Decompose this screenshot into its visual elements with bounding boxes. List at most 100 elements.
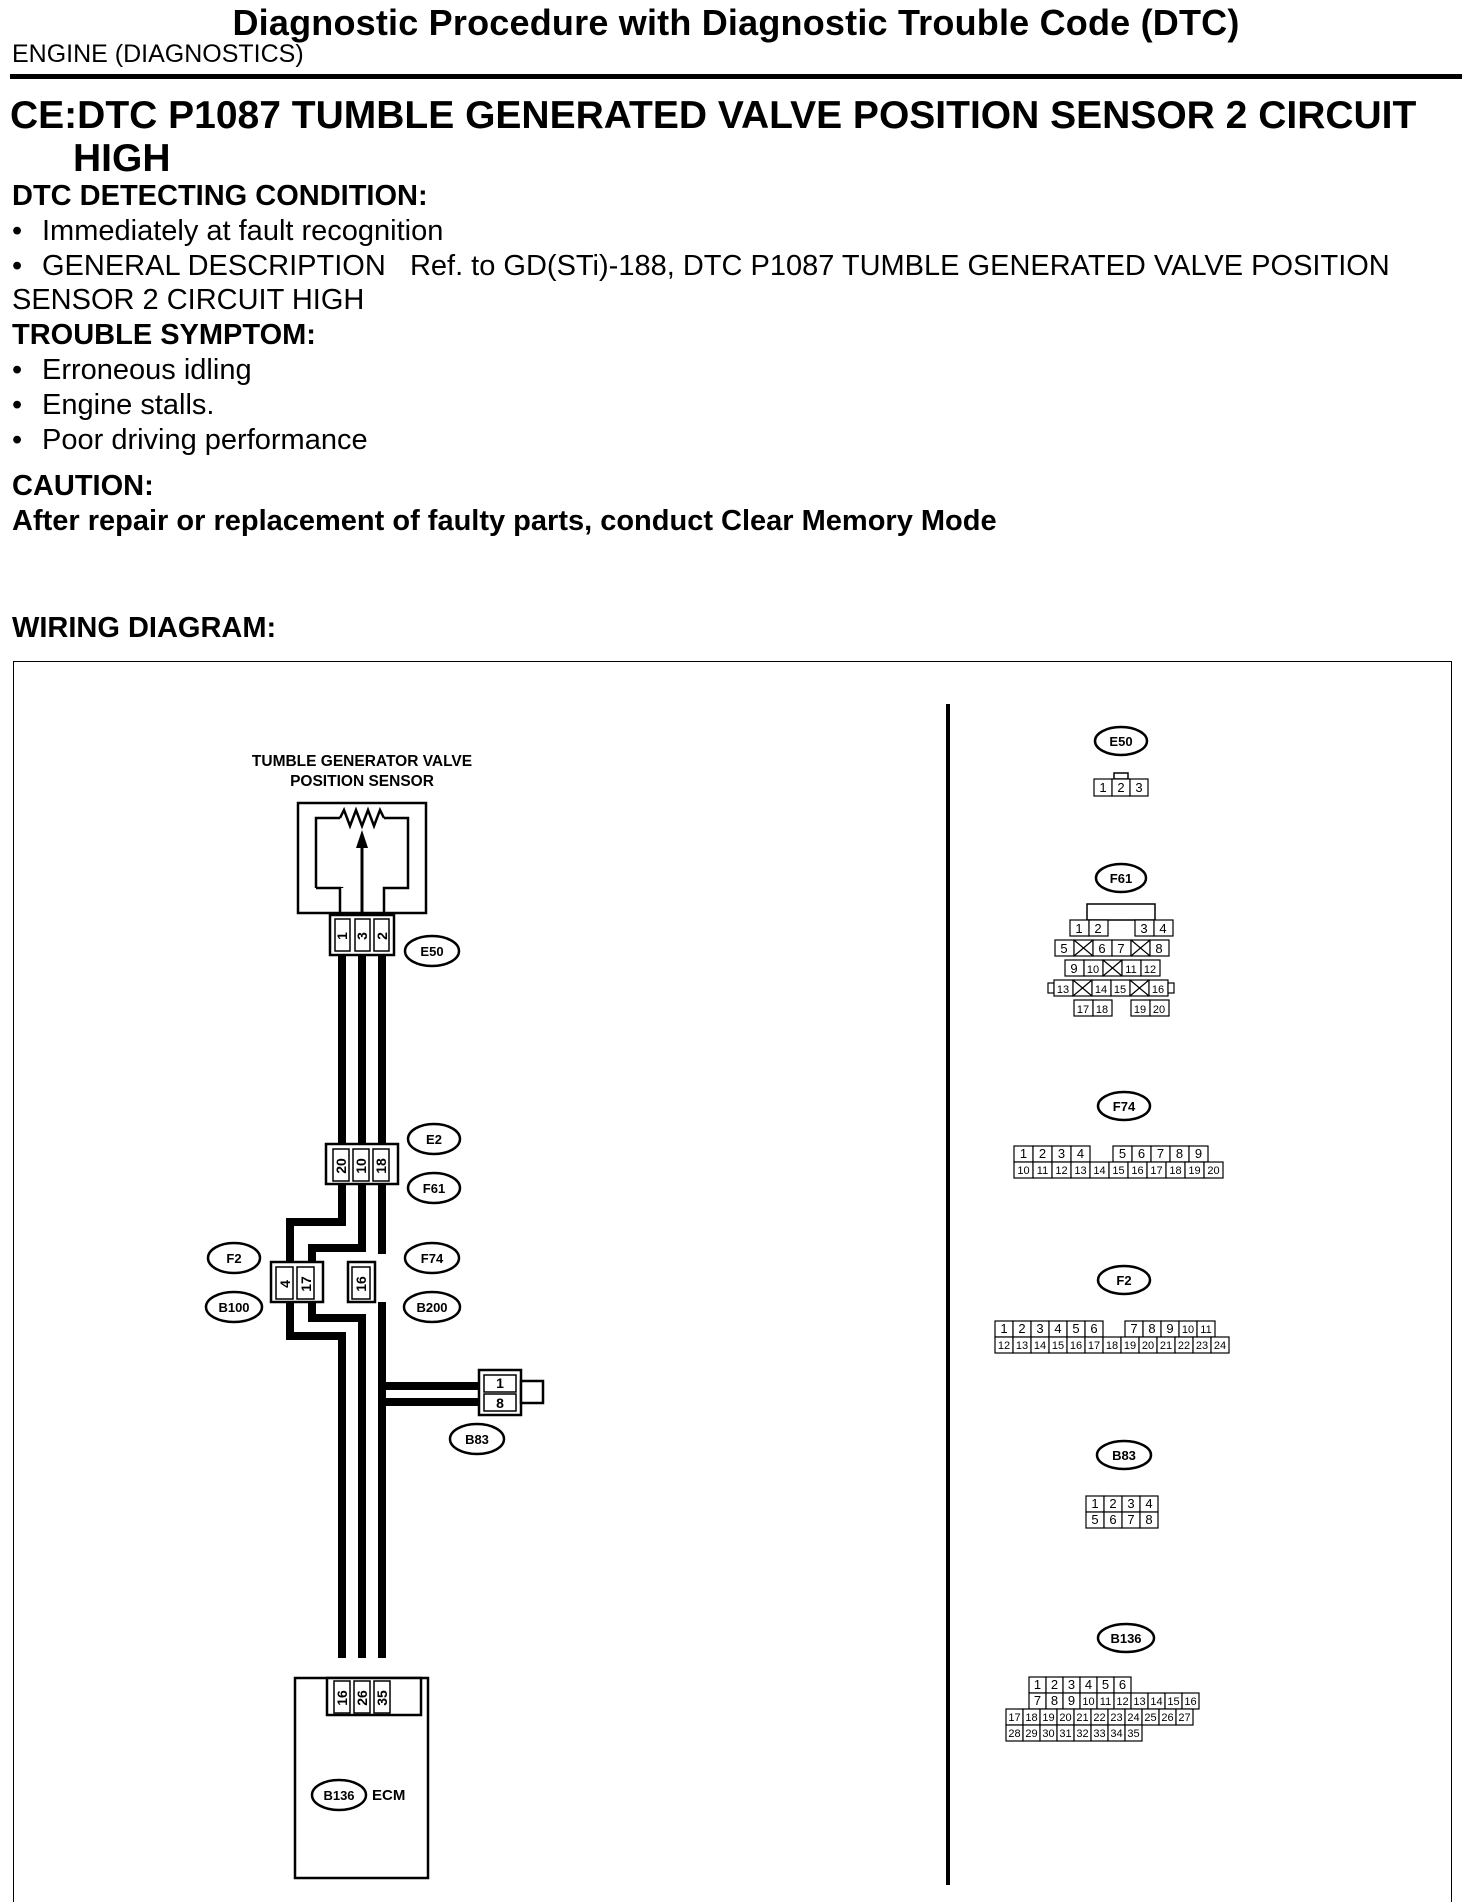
general-description: •GENERAL DESCRIPTION Ref. to GD(STi)-188… <box>12 250 1390 282</box>
badge-label: F61 <box>423 1181 445 1196</box>
pin-label: 16 <box>1131 1165 1143 1177</box>
connector-f74-b200: 16 <box>346 1260 377 1304</box>
pin-label: 3 <box>1036 1321 1043 1336</box>
detecting-item: •Immediately at fault recognition <box>12 215 444 247</box>
badge-label: F74 <box>1113 1099 1136 1114</box>
pin-label: 35 <box>1127 1728 1139 1740</box>
pin-label: 30 <box>1042 1728 1054 1740</box>
pin-label: 35 <box>374 1690 390 1706</box>
pin-label: 10 <box>1087 964 1099 976</box>
badge-b83: B83 <box>448 1422 506 1456</box>
wiring-diagram-frame <box>13 661 1452 1902</box>
page-header-title: Diagnostic Procedure with Diagnostic Tro… <box>232 2 1240 43</box>
pin-label: 2 <box>1094 921 1101 936</box>
tumble-sensor-symbol <box>296 801 428 924</box>
wiring-heading: WIRING DIAGRAM: <box>12 612 277 644</box>
pin-label: 13 <box>1074 1165 1086 1177</box>
badge-label: E50 <box>420 944 443 959</box>
pin-label: 26 <box>1161 1712 1173 1724</box>
pin-label: 12 <box>1055 1165 1067 1177</box>
pin-label: 18 <box>1025 1712 1037 1724</box>
pin-label: 9 <box>1195 1146 1202 1161</box>
badge-label: B83 <box>1112 1448 1136 1463</box>
pin-label: 18 <box>1106 1340 1118 1352</box>
pin-label: 2 <box>1039 1146 1046 1161</box>
pin-label: 17 <box>1077 1004 1089 1016</box>
pin-label: 1 <box>334 932 350 940</box>
pin-cell <box>1175 1708 1194 1726</box>
badge-label: F74 <box>421 1251 444 1266</box>
pin-label: 7 <box>1157 1146 1164 1161</box>
badge-label: B136 <box>1110 1631 1141 1646</box>
pin-label: 4 <box>277 1280 293 1288</box>
badge-label: F2 <box>1116 1273 1131 1288</box>
badge-label: B200 <box>416 1300 447 1315</box>
pin-label: 5 <box>1060 941 1067 956</box>
pin-label: 25 <box>1144 1712 1156 1724</box>
pin-label: 15 <box>1167 1696 1179 1708</box>
pin-label: 8 <box>1051 1693 1058 1708</box>
general-description-line1: GENERAL DESCRIPTION Ref. to GD(STi)-188,… <box>42 250 1390 282</box>
pin-label: 6 <box>1138 1146 1145 1161</box>
caution-text: After repair or replacement of faulty pa… <box>12 505 997 537</box>
pin-label: 10 <box>1017 1165 1029 1177</box>
pin-label: 24 <box>1214 1340 1226 1352</box>
pin-label: 3 <box>1068 1677 1075 1692</box>
pin-label: 23 <box>1196 1340 1208 1352</box>
pin-label: 24 <box>1127 1712 1139 1724</box>
pin-label: 17 <box>1008 1712 1020 1724</box>
connector-e50: 1 3 2 <box>328 913 396 957</box>
section-label: ENGINE (DIAGNOSTICS) <box>12 40 304 68</box>
badge-e50: E50 <box>403 934 461 968</box>
pin-label: 3 <box>1135 780 1142 795</box>
general-description-line2: SENSOR 2 CIRCUIT HIGH <box>12 284 365 316</box>
pin-label: 2 <box>1018 1321 1025 1336</box>
pin-label: 6 <box>1109 1512 1116 1527</box>
pin-label: 14 <box>1093 1165 1105 1177</box>
pin-label: 7 <box>1130 1321 1137 1336</box>
pin-label: 6 <box>1098 941 1105 956</box>
pin-label: 14 <box>1034 1340 1046 1352</box>
pin-label: 1 <box>1020 1146 1027 1161</box>
pin-label: 22 <box>1178 1340 1190 1352</box>
pin-label: 2 <box>1117 780 1124 795</box>
pin-label: 7 <box>1127 1512 1134 1527</box>
badge-label: E50 <box>1109 734 1132 749</box>
pin-label: 17 <box>298 1276 314 1292</box>
pin-label: 19 <box>1134 1004 1146 1016</box>
pin-label: 11 <box>1037 1165 1048 1177</box>
pin-label: 9 <box>1068 1693 1075 1708</box>
caution-heading: CAUTION: <box>12 470 154 502</box>
pin-label: 9 <box>1166 1321 1173 1336</box>
pin-label: 8 <box>1145 1512 1152 1527</box>
pin-label: 4 <box>1077 1146 1084 1161</box>
pin-label: 18 <box>1169 1165 1181 1177</box>
pin-cell <box>1210 1336 1230 1354</box>
wiring-harness <box>286 955 480 1658</box>
pin-label: 20 <box>1059 1712 1071 1724</box>
badge-e2: E2 <box>406 1122 462 1156</box>
pin-label: 16 <box>334 1690 350 1706</box>
symptom-item: •Poor driving performance <box>12 424 368 456</box>
pin-label: 4 <box>1054 1321 1061 1336</box>
pin-label: 18 <box>373 1158 389 1174</box>
ecm-label: ECM <box>372 1787 405 1804</box>
pin-label: 34 <box>1110 1728 1122 1740</box>
badge-label: F2 <box>226 1251 241 1266</box>
pin-label: 20 <box>1153 1004 1165 1016</box>
pin-label: 5 <box>1072 1321 1079 1336</box>
dtc-title: CE:DTC P1087 TUMBLE GENERATED VALVE POSI… <box>10 94 1450 180</box>
header-divider <box>10 74 1462 79</box>
pin-label: 16 <box>1070 1340 1082 1352</box>
pin-label: 14 <box>1095 984 1107 996</box>
pin-label: 28 <box>1008 1728 1020 1740</box>
pin-label: 4 <box>1145 1496 1152 1511</box>
pin-label: 29 <box>1025 1728 1037 1740</box>
pin-label: 15 <box>1112 1165 1124 1177</box>
pin-label: 16 <box>353 1276 369 1292</box>
symptom-item-text: Engine stalls. <box>42 389 215 421</box>
pin-label: 12 <box>998 1340 1010 1352</box>
pin-label: 15 <box>1052 1340 1064 1352</box>
